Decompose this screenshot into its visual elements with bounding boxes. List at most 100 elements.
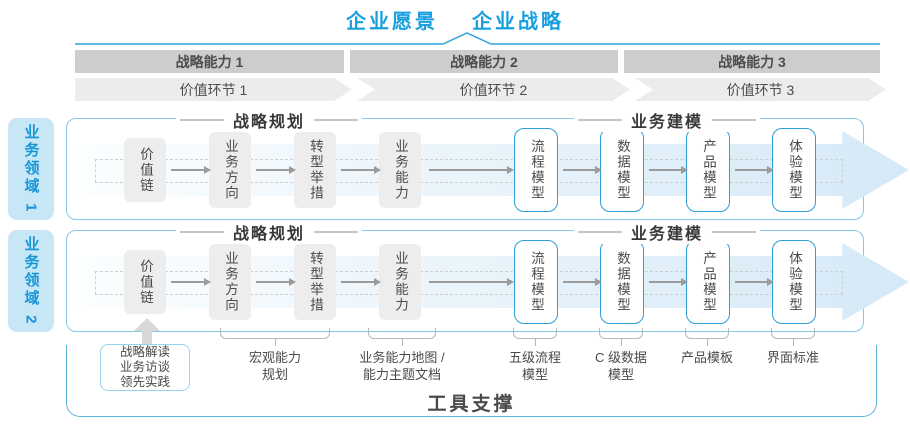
domain-label-2: 业务领域 2 bbox=[8, 230, 54, 332]
box-label: 业务能力 bbox=[393, 139, 408, 201]
box-label: 产品模型 bbox=[701, 251, 716, 313]
capability-segment-3: 战略能力 3 bbox=[624, 50, 880, 73]
box-label: 流程模型 bbox=[529, 251, 544, 313]
annotation-line: C 级数据 bbox=[594, 350, 648, 365]
box-business-direction: 业务方向 bbox=[209, 244, 251, 320]
arrow-right-icon bbox=[649, 166, 688, 174]
bracket-icon bbox=[513, 328, 557, 346]
tool-support-container bbox=[66, 345, 877, 417]
box-value-chain: 价值链 bbox=[124, 250, 166, 314]
box-label: 转型举措 bbox=[308, 139, 323, 201]
arrow-right-icon bbox=[735, 278, 774, 286]
annotation-line: 五级流程 bbox=[508, 350, 562, 365]
peak-connector-line bbox=[75, 32, 880, 45]
annotation-process-model: 五级流程 模型 bbox=[509, 350, 561, 384]
box-label: 价值链 bbox=[138, 146, 153, 194]
annotation-line: 宏观能力 bbox=[248, 350, 302, 365]
annotation-product-template: 产品模板 bbox=[681, 350, 733, 367]
box-transformation-initiatives: 转型举措 bbox=[294, 244, 336, 320]
title-vision: 企业愿景 bbox=[346, 11, 438, 33]
arrow-right-icon bbox=[171, 166, 211, 174]
value-label-2: 价值环节 2 bbox=[459, 81, 528, 98]
capability-segment-2: 战略能力 2 bbox=[350, 50, 618, 73]
section-header-modeling: 业务建模 bbox=[573, 220, 761, 244]
arrow-right-icon bbox=[256, 278, 296, 286]
box-label: 产品模型 bbox=[701, 139, 716, 201]
arrow-right-icon bbox=[649, 278, 688, 286]
value-chevron-1: 价值环节 1 bbox=[75, 78, 352, 101]
box-data-model: 数据模型 bbox=[600, 240, 644, 324]
section-header-text: 战略规划 bbox=[232, 114, 306, 131]
box-label: 价值链 bbox=[138, 258, 153, 306]
box-label: 体验模型 bbox=[787, 139, 802, 201]
arrow-right-icon bbox=[429, 278, 514, 286]
annotation-capability-map: 业务能力地图 / 能力主题文档 bbox=[359, 350, 444, 384]
annotation-line: 界面标准 bbox=[766, 350, 820, 365]
dashed-track bbox=[95, 159, 843, 183]
bracket-icon bbox=[599, 328, 643, 346]
lane-domain-1: 战略规划 业务建模 价值链 业务方向 转型举措 业务能力 流程模型 数据模型 产… bbox=[66, 108, 909, 220]
box-label: 数据模型 bbox=[615, 251, 630, 313]
box-label: 流程模型 bbox=[529, 139, 544, 201]
bracket-icon bbox=[368, 328, 436, 346]
annotation-line: 模型 bbox=[521, 366, 549, 382]
box-value-chain: 价值链 bbox=[124, 138, 166, 202]
section-header-planning: 战略规划 bbox=[175, 220, 363, 244]
bracket-icon bbox=[685, 328, 729, 346]
box-label: 业务方向 bbox=[223, 139, 238, 201]
arrow-right-icon bbox=[256, 166, 296, 174]
arrow-right-icon bbox=[171, 278, 211, 286]
box-label: 转型举措 bbox=[308, 251, 323, 313]
tool-support-title: 工具支撑 bbox=[427, 394, 516, 415]
value-chevron-2: 价值环节 2 bbox=[357, 78, 630, 101]
value-label-3: 价值环节 3 bbox=[726, 81, 795, 98]
box-business-direction: 业务方向 bbox=[209, 132, 251, 208]
box-label: 数据模型 bbox=[615, 139, 630, 201]
box-experience-model: 体验模型 bbox=[772, 128, 816, 212]
arrow-right-icon bbox=[341, 278, 381, 286]
annotation-line: 业务能力地图 / bbox=[359, 350, 445, 365]
box-product-model: 产品模型 bbox=[686, 240, 730, 324]
box-label: 体验模型 bbox=[787, 251, 802, 313]
annotation-line: 规划 bbox=[261, 366, 289, 382]
annotation-macro-capability: 宏观能力 规划 bbox=[249, 350, 301, 384]
practice-line: 领先实践 bbox=[119, 374, 170, 389]
value-chevron-3: 价值环节 3 bbox=[635, 78, 886, 101]
practice-line: 业务访谈 bbox=[119, 360, 170, 375]
capability-segment-1: 战略能力 1 bbox=[75, 50, 344, 73]
section-header-planning: 战略规划 bbox=[175, 108, 363, 132]
annotation-ui-standard: 界面标准 bbox=[767, 350, 819, 367]
arrow-right-icon bbox=[429, 166, 514, 174]
bracket-icon bbox=[220, 328, 330, 346]
capability-label-2: 战略能力 2 bbox=[450, 53, 518, 70]
bracket-icon bbox=[771, 328, 815, 346]
value-label-1: 价值环节 1 bbox=[179, 81, 248, 98]
capability-label-1: 战略能力 1 bbox=[175, 53, 244, 70]
dashed-track bbox=[95, 271, 843, 295]
section-header-modeling: 业务建模 bbox=[573, 108, 761, 132]
box-process-model: 流程模型 bbox=[514, 128, 558, 212]
arrow-right-icon bbox=[735, 166, 774, 174]
lane-domain-2: 战略规划 业务建模 价值链 业务方向 转型举措 业务能力 流程模型 数据模型 产… bbox=[66, 220, 909, 332]
annotation-line: 模型 bbox=[607, 366, 635, 382]
section-header-text: 战略规划 bbox=[232, 226, 306, 243]
arrow-right-icon bbox=[563, 166, 602, 174]
box-experience-model: 体验模型 bbox=[772, 240, 816, 324]
capability-label-3: 战略能力 3 bbox=[718, 53, 786, 70]
annotation-line: 产品模板 bbox=[680, 350, 734, 365]
box-process-model: 流程模型 bbox=[514, 240, 558, 324]
box-label: 业务方向 bbox=[223, 251, 238, 313]
domain-text-2: 业务领域 2 bbox=[22, 235, 40, 327]
box-data-model: 数据模型 bbox=[600, 128, 644, 212]
section-header-text: 业务建模 bbox=[630, 114, 704, 131]
domain-label-1: 业务领域 1 bbox=[8, 118, 54, 220]
section-header-text: 业务建模 bbox=[630, 226, 704, 243]
title-strategy: 企业战略 bbox=[472, 11, 564, 33]
annotation-line: 能力主题文档 bbox=[362, 366, 442, 382]
arrow-right-icon bbox=[341, 166, 381, 174]
arrow-right-icon bbox=[563, 278, 602, 286]
practice-sources-box: 战略解读 业务访谈 领先实践 bbox=[100, 344, 190, 391]
page-title: 企业愿景 企业战略 bbox=[0, 5, 910, 34]
box-business-capability: 业务能力 bbox=[379, 244, 421, 320]
